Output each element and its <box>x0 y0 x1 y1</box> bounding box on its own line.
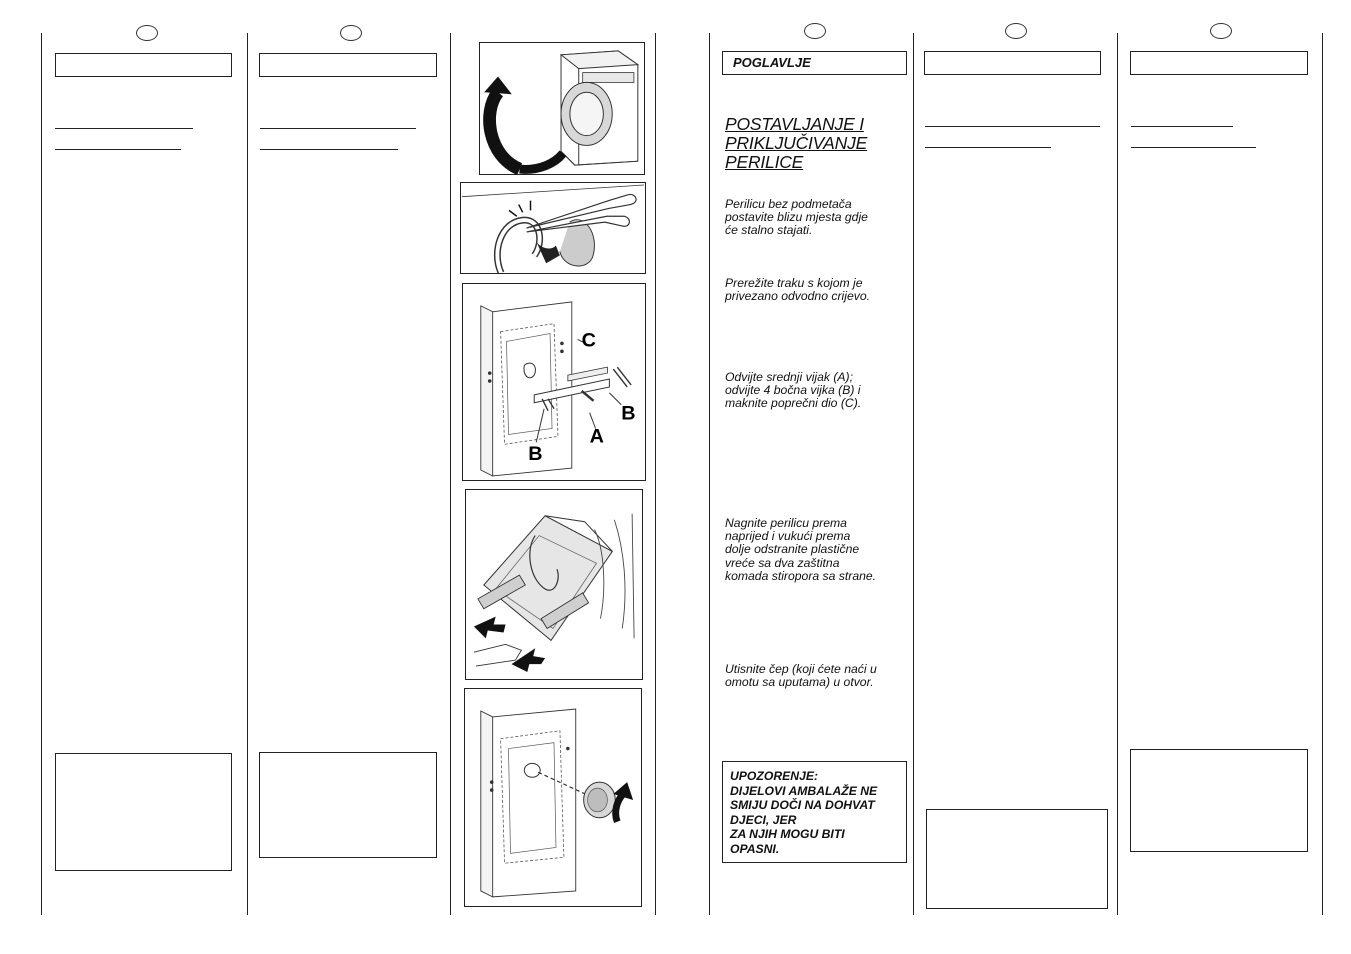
warning-box-placeholder <box>1130 749 1308 852</box>
tilted-machine-illustration <box>473 513 635 673</box>
figure-tilt-machine <box>465 489 643 680</box>
language-marker <box>1005 23 1027 39</box>
paragraph-line: Odvijte srednji vijak (A); <box>725 370 854 384</box>
column-rule <box>1322 33 1323 915</box>
figure-insert-plug <box>464 688 642 907</box>
label-a: A <box>590 425 604 447</box>
instruction-paragraph-5: Utisnite čep (koji ćete naći u omotu sa … <box>725 662 877 690</box>
title-placeholder-line <box>1131 126 1233 127</box>
column-rule <box>913 33 914 915</box>
chapter-header-box <box>55 53 232 77</box>
paragraph-line: će stalno stajati. <box>725 223 813 238</box>
warning-box: UPOZORENJE: DIJELOVI AMBALAŽE NE SMIJU D… <box>722 761 907 863</box>
section-title-line: POSTAVLJANJE I <box>725 114 864 134</box>
section-title-line: PERILICE <box>725 152 804 172</box>
paragraph-line: Utisnite čep (koji ćete naći u <box>725 662 877 676</box>
paragraph-line: Perilicu bez podmetača <box>725 197 852 211</box>
paragraph-line: postavite blizu mjesta gdje <box>725 210 868 225</box>
warning-line: SMIJU DOČI NA DOHVAT <box>730 798 875 813</box>
section-title: POSTAVLJANJE I PRIKLJUČIVANJE PERILICE <box>725 115 867 172</box>
paragraph-line: Nagnite perilicu prema <box>725 516 847 530</box>
warning-box-placeholder <box>259 752 437 858</box>
chapter-header-box <box>924 51 1101 75</box>
warning-box-placeholder <box>55 753 232 871</box>
instruction-paragraph-3: Odvijte srednji vijak (A); odvijte 4 boč… <box>725 370 862 411</box>
title-placeholder-line <box>55 149 181 150</box>
language-marker <box>340 25 362 41</box>
warning-line: ZA NJIH MOGU BITI <box>730 827 845 842</box>
section-title-line: PRIKLJUČIVANJE <box>725 133 868 153</box>
title-placeholder-line <box>260 128 416 129</box>
paragraph-line: vreće sa dva zaštitna <box>725 555 840 570</box>
rear-panel-screws-illustration: C B A B <box>480 301 636 477</box>
chapter-header-box: POGLAVLJE <box>722 51 907 75</box>
paragraph-line: komada stiropora sa strane. <box>725 568 877 583</box>
label-b-left: B <box>528 443 542 465</box>
label-b-right: B <box>621 403 635 425</box>
column-rule <box>709 33 710 915</box>
column-rule <box>450 33 451 915</box>
chapter-header-box <box>1130 51 1308 75</box>
column-rule <box>655 33 656 915</box>
washing-machine-illustration <box>483 50 640 174</box>
paragraph-line: maknite poprečni dio (C). <box>725 396 862 411</box>
warning-line: OPASNI. <box>730 841 780 856</box>
instruction-paragraph-2: Prerežite traku s kojom je privezano odv… <box>725 276 870 304</box>
warning-text: UPOZORENJE: DIJELOVI AMBALAŽE NE SMIJU D… <box>730 769 877 857</box>
paragraph-line: naprijed i vukući prema <box>725 529 851 544</box>
column-rule <box>41 33 42 915</box>
paragraph-line: privezano odvodno crijevo. <box>725 289 870 304</box>
figure-remove-screws: C B A B <box>462 283 646 481</box>
scissors-hose-illustration <box>461 184 645 273</box>
title-placeholder-line <box>925 126 1100 127</box>
title-placeholder-line <box>925 147 1051 148</box>
warning-line: DIJELOVI AMBALAŽE NE <box>730 783 878 798</box>
instruction-paragraph-1: Perilicu bez podmetača postavite blizu m… <box>725 197 868 238</box>
column-rule <box>1117 33 1118 915</box>
language-marker <box>136 25 158 41</box>
column-rule <box>247 33 248 915</box>
title-placeholder-line <box>55 128 193 129</box>
language-marker <box>804 23 826 39</box>
warning-box-placeholder <box>926 809 1108 909</box>
figure-remove-base <box>479 42 645 175</box>
title-placeholder-line <box>260 149 398 150</box>
language-marker <box>1210 23 1232 39</box>
paragraph-line: omotu sa uputama) u otvor. <box>725 675 874 690</box>
figure-cut-strap <box>460 182 646 274</box>
warning-line: DJECI, JER <box>730 812 797 827</box>
chapter-header-label: POGLAVLJE <box>733 55 811 70</box>
plug-insert-illustration <box>480 708 634 898</box>
chapter-header-box <box>259 53 437 77</box>
label-c: C <box>582 329 596 351</box>
paragraph-line: Prerežite traku s kojom je <box>725 276 863 290</box>
paragraph-line: dolje odstranite plastične <box>725 542 860 557</box>
instruction-paragraph-4: Nagnite perilicu prema naprijed i vukući… <box>725 516 877 583</box>
paragraph-line: odvijte 4 bočna vijka (B) i <box>725 383 861 398</box>
title-placeholder-line <box>1131 147 1256 148</box>
warning-line: UPOZORENJE: <box>730 769 819 783</box>
